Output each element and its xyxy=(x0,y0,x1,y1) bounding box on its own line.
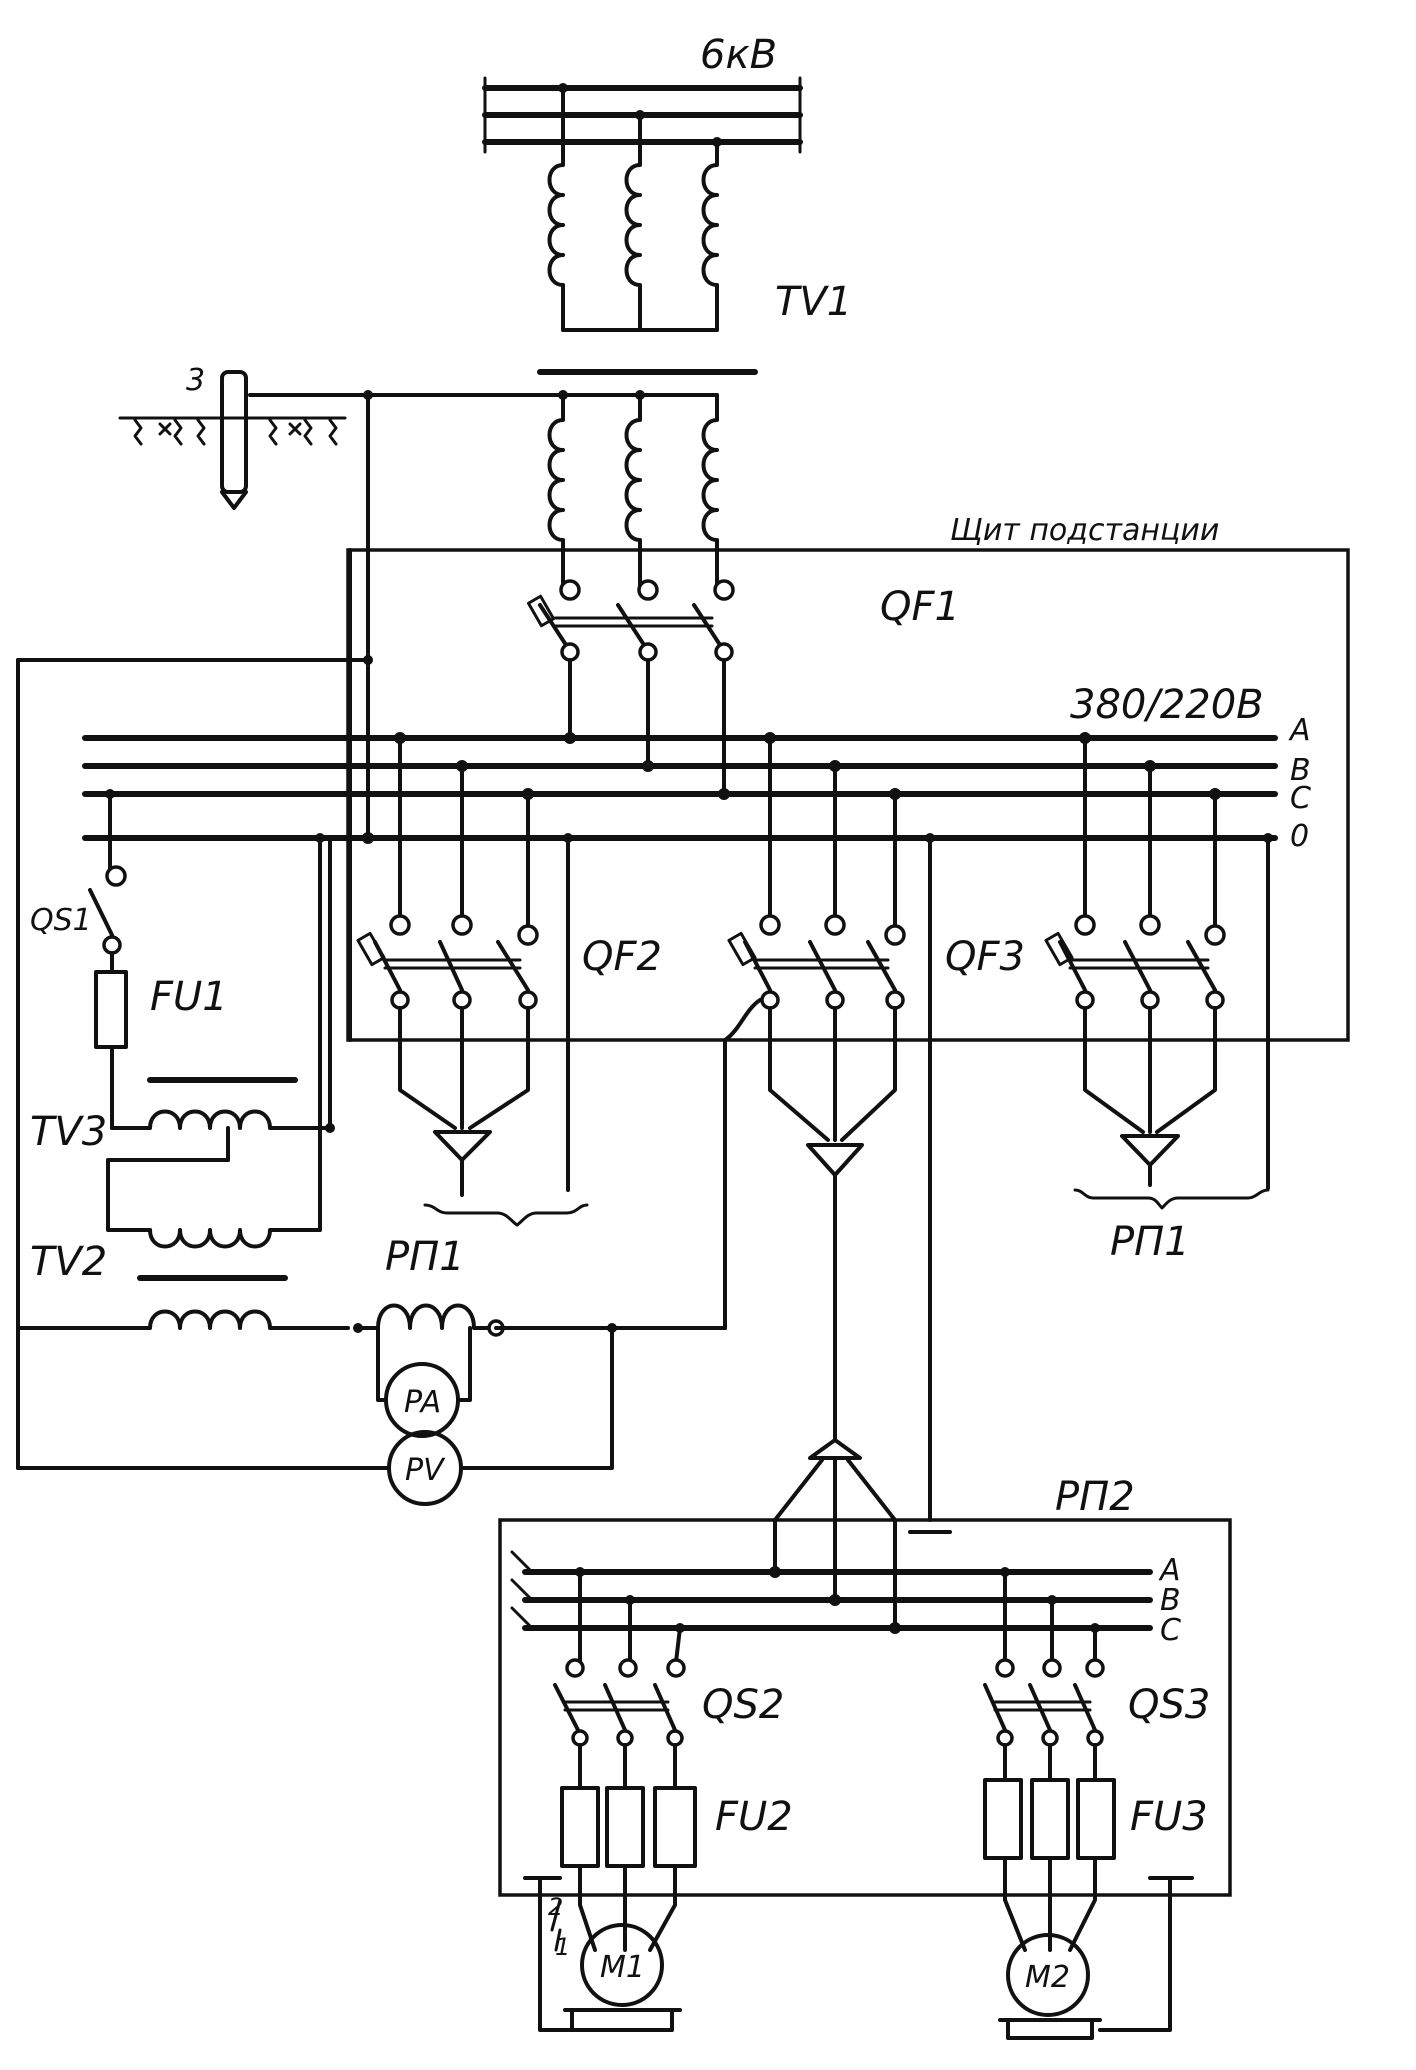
qf2-breaker xyxy=(356,732,589,1227)
motor-m1-label: M1 xyxy=(600,1950,645,1985)
panel-title: Щит подстанции xyxy=(950,513,1219,548)
rp2-bus xyxy=(510,1550,1153,1634)
rp2-label: РП2 xyxy=(1055,1474,1135,1520)
tv3-transformer xyxy=(106,833,335,1249)
qs1-label: QS1 xyxy=(30,903,92,938)
ammeter-label: PA xyxy=(404,1385,441,1420)
rp2-phase-a-label: A xyxy=(1158,1553,1181,1588)
hv-bus xyxy=(482,76,803,154)
qs3-label: QS3 xyxy=(1128,1682,1210,1728)
ammeter-circuit xyxy=(376,1326,472,1402)
rp2-phase-c-label: C xyxy=(1160,1613,1181,1648)
voltmeter-label: PV xyxy=(405,1453,446,1488)
phase-n-label: 0 xyxy=(1290,819,1309,854)
qf1-breaker xyxy=(526,576,735,796)
rp2-phase-b-label: B xyxy=(1160,1583,1181,1618)
fu3-fuses xyxy=(983,1778,1116,1952)
lv-bus-label: 380/220В xyxy=(1070,682,1264,728)
fu1-label: FU1 xyxy=(150,974,228,1020)
fu3-label: FU3 xyxy=(1130,1794,1208,1840)
rp1-right-breaker xyxy=(1044,732,1273,1210)
rp1-coil-label: РП1 xyxy=(385,1234,465,1280)
motor-m1 xyxy=(523,1876,682,2032)
qs1-switch xyxy=(88,789,127,974)
lv-bus xyxy=(82,732,1278,844)
marker-1-label: 1 xyxy=(555,1933,570,1961)
fu2-fuses xyxy=(560,1786,697,1952)
tv3-label: TV3 xyxy=(30,1109,107,1155)
voltmeter-pv xyxy=(387,1430,463,1506)
hv-bus-label: 6кВ xyxy=(700,32,777,78)
qf3-breaker xyxy=(727,732,935,1522)
phase-a-label: A xyxy=(1288,713,1311,748)
qf1-label: QF1 xyxy=(880,584,960,630)
phase-b-label: B xyxy=(1290,753,1311,788)
rp1-right-label: РП1 xyxy=(1110,1219,1190,1265)
qs2-label: QS2 xyxy=(702,1682,784,1728)
motor-m2 xyxy=(998,1876,1194,2040)
tv1-primary-windings xyxy=(547,86,719,332)
qs3-switch xyxy=(983,1567,1105,1782)
fu2-label: FU2 xyxy=(715,1794,793,1840)
fu1-fuse xyxy=(94,970,128,1130)
phase-c-label: C xyxy=(1290,781,1311,816)
marker-2-label: 2 xyxy=(548,1893,563,1921)
tv1-label: TV1 xyxy=(775,279,852,325)
qf3-label: QF3 xyxy=(945,934,1025,980)
tv2-label: TV2 xyxy=(30,1239,107,1285)
tv2-transformer xyxy=(16,1275,350,1330)
ground-label: 3 xyxy=(186,363,205,398)
ground-electrode xyxy=(118,370,347,510)
ammeter-pa xyxy=(384,1362,460,1438)
tv1-secondary-windings xyxy=(248,390,719,580)
motor-m2-label: M2 xyxy=(1025,1960,1070,1995)
qs2-switch xyxy=(553,1567,686,1790)
rp2-feeder xyxy=(773,1438,952,1630)
voltmeter-circuit xyxy=(16,1326,614,1470)
qf2-label: QF2 xyxy=(582,934,662,980)
rp2-panel xyxy=(498,1518,1232,1897)
rp1-relay-coil xyxy=(353,998,762,1337)
